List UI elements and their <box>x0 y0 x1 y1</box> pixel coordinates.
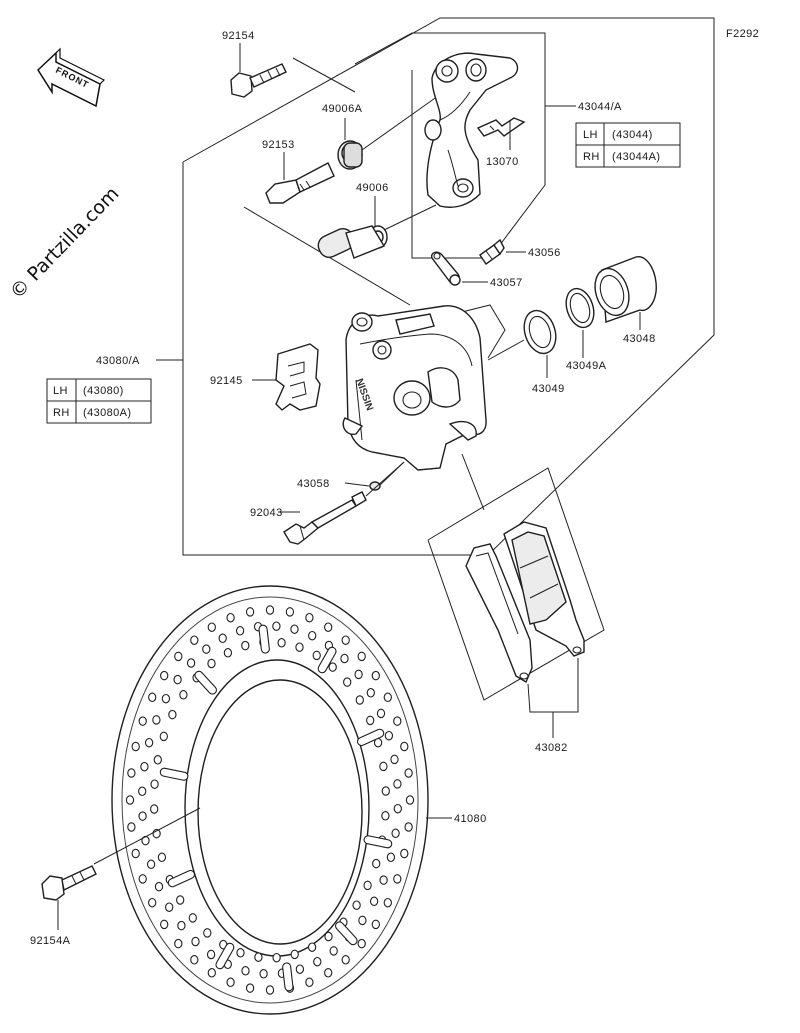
brake-pad-rear <box>465 543 533 684</box>
callout-92145: 92145 <box>210 375 243 387</box>
caliper-table-part-rh: (43080A) <box>83 407 131 419</box>
callout-43056: 43056 <box>528 247 561 259</box>
callout-43082: 43082 <box>535 742 568 754</box>
bracket-table-side-lh: LH <box>583 129 598 141</box>
callout-43044A: 43044/A <box>578 101 622 113</box>
callout-92154A: 92154A <box>30 935 71 947</box>
bushing-49006 <box>317 225 388 259</box>
callout-43080A: 43080/A <box>96 355 140 367</box>
caliper-variant-table: LH (43080) RH (43080A) <box>46 378 152 424</box>
callout-41080: 41080 <box>454 813 487 825</box>
pin-92153 <box>265 162 335 204</box>
brake-disc-41080 <box>111 585 429 1015</box>
bushing-49006A <box>337 140 363 170</box>
bracket-frame <box>354 32 546 259</box>
bracket-table-side-rh: RH <box>583 151 600 163</box>
bracket-table-part-rh: (43044A) <box>612 151 660 163</box>
callout-92153: 92153 <box>262 139 295 151</box>
bracket-table-part-lh: (43044) <box>612 129 653 141</box>
cap-43057 <box>430 251 461 286</box>
caliper-table-side-rh: RH <box>53 407 70 419</box>
callout-92154: 92154 <box>222 30 255 42</box>
figure-code: F2292 <box>726 28 759 40</box>
watermark: © Partzilla.com <box>6 183 124 304</box>
caliper-table-side-lh: LH <box>53 385 68 397</box>
caliper-table-part-lh: (43080) <box>83 385 124 397</box>
bolt-92154 <box>230 63 287 98</box>
bleeder-43056 <box>479 238 505 265</box>
callout-43049: 43049 <box>532 383 565 395</box>
brake-pad-front <box>503 521 585 657</box>
seal-43049A <box>565 287 595 329</box>
caliper-assembly-frame <box>182 17 715 556</box>
caliper-bracket <box>424 52 519 208</box>
pads-frame <box>427 467 605 701</box>
seal-43049 <box>523 309 557 355</box>
pin-92043 <box>283 491 367 545</box>
callout-43049A: 43049A <box>566 360 607 372</box>
callout-43048: 43048 <box>623 333 656 345</box>
caliper-body: NISSIN <box>342 305 487 471</box>
callout-43057: 43057 <box>490 277 523 289</box>
callout-92043: 92043 <box>250 507 283 519</box>
spring-92145 <box>275 343 321 411</box>
callout-49006A: 49006A <box>322 103 363 115</box>
clip-13070 <box>476 117 526 137</box>
bolt-92154A <box>41 865 97 901</box>
callout-49006: 49006 <box>356 182 389 194</box>
front-arrow-icon: FRONT <box>37 47 106 108</box>
callout-43058: 43058 <box>297 478 330 490</box>
piston-43048 <box>594 256 657 323</box>
callout-13070: 13070 <box>486 156 519 168</box>
plug-43058 <box>369 481 381 491</box>
bracket-variant-table: LH (43044) RH (43044A) <box>575 122 681 168</box>
